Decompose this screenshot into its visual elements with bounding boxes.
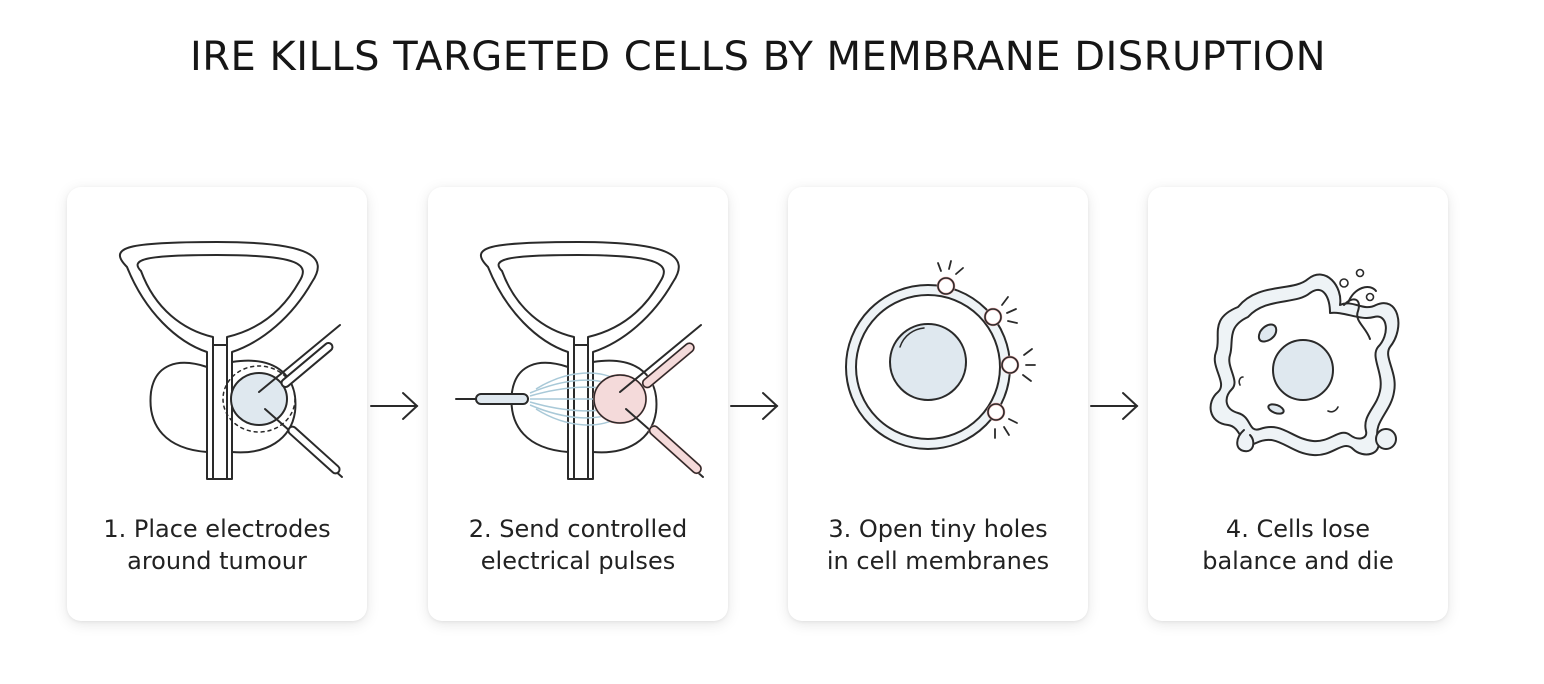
step-card-1: 1. Place electrodes around tumour bbox=[67, 187, 367, 621]
step-caption-line: electrical pulses bbox=[480, 547, 676, 575]
arrow-right-icon bbox=[730, 392, 779, 420]
arrow-right-icon bbox=[370, 392, 419, 420]
step-caption-line: 3. Open tiny holes bbox=[828, 515, 1048, 543]
step-caption-4: 4. Cells lose balance and die bbox=[1158, 513, 1438, 577]
step-caption-1: 1. Place electrodes around tumour bbox=[77, 513, 357, 577]
step-caption-line: 2. Send controlled bbox=[468, 515, 688, 543]
step-card-4: 4. Cells lose balance and die bbox=[1148, 187, 1448, 621]
step-caption-line: balance and die bbox=[1202, 547, 1394, 575]
step-caption-2: 2. Send controlled electrical pulses bbox=[438, 513, 718, 577]
dying-cell-icon bbox=[1209, 268, 1400, 457]
porated-cell-icon bbox=[845, 260, 1036, 450]
prostate-electrodes-icon bbox=[118, 241, 343, 480]
step-card-3: 3. Open tiny holes in cell membranes bbox=[788, 187, 1088, 621]
step-caption-line: in cell membranes bbox=[826, 547, 1050, 575]
arrow-right-icon bbox=[1090, 392, 1139, 420]
prostate-pulses-icon bbox=[455, 241, 704, 480]
step-caption-line: 1. Place electrodes bbox=[103, 515, 331, 543]
step-caption-line: around tumour bbox=[127, 547, 307, 575]
step-caption-3: 3. Open tiny holes in cell membranes bbox=[798, 513, 1078, 577]
diagram-title: IRE KILLS TARGETED CELLS BY MEMBRANE DIS… bbox=[189, 34, 1327, 80]
step-caption-line: 4. Cells lose bbox=[1225, 515, 1371, 543]
step-card-2: 2. Send controlled electrical pulses bbox=[428, 187, 728, 621]
